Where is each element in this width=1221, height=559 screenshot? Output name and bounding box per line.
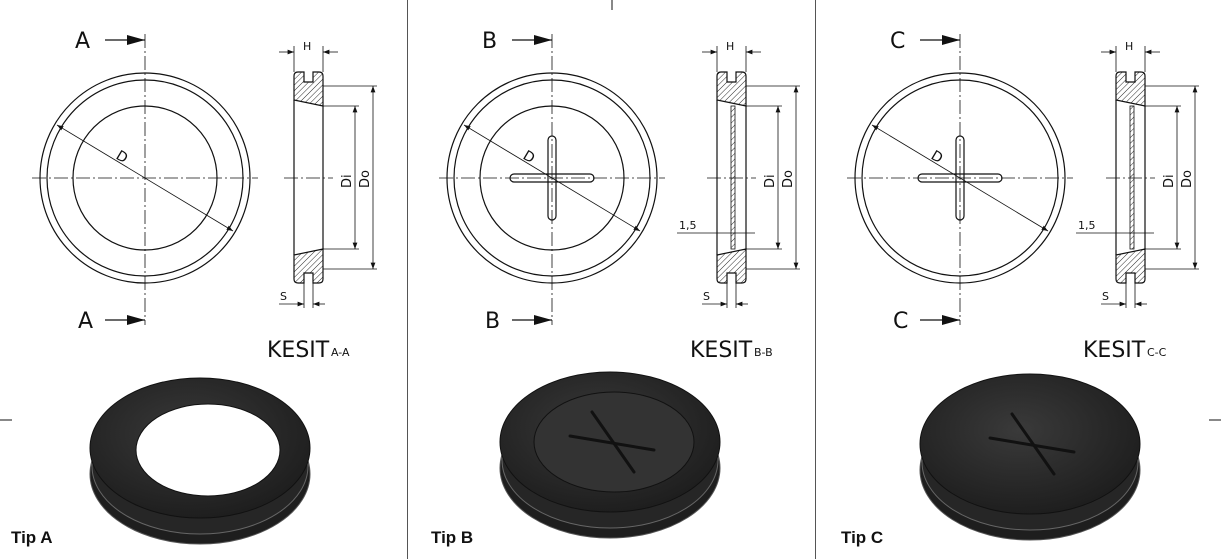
membrane-thickness-label: 1,5 (679, 219, 697, 232)
diameter-label: D (113, 148, 130, 167)
diameter-label: D (928, 148, 945, 167)
section-title: KESIT (690, 338, 753, 363)
section-lip-bottom (293, 248, 324, 284)
inner-diameter-label: Di (340, 174, 355, 188)
cross-slit-icon (988, 436, 1076, 454)
section-title-suffix: C-C (1147, 346, 1167, 359)
membrane-thickness-label: 1,5 (1078, 219, 1096, 232)
height-label: H (303, 40, 311, 53)
section-lip-top (716, 71, 747, 107)
section-membrane (1129, 105, 1135, 250)
section-letter-top: B (482, 29, 497, 54)
section-letter-top: A (75, 29, 90, 54)
outer-diameter-label: Do (358, 170, 373, 188)
section-title-suffix: B-B (754, 346, 773, 359)
section-letter-bottom: C (893, 309, 908, 334)
section-letter-top: C (890, 29, 905, 54)
diameter-label: D (520, 148, 537, 167)
height-label: H (726, 40, 734, 53)
section-lip-bottom (716, 248, 747, 284)
grommet-render-hole (135, 403, 281, 497)
slot-label: S (703, 290, 710, 303)
outer-rim-circle (854, 72, 1066, 284)
section-lip-bottom (1115, 248, 1146, 284)
slot-label: S (280, 290, 287, 303)
outer-rim-circle (39, 72, 251, 284)
section-lip-top (1115, 71, 1146, 107)
slot-label: S (1102, 290, 1109, 303)
inner-diameter-label: Di (763, 174, 778, 188)
groove-circle (861, 79, 1059, 277)
diameter-dimension-line (56, 124, 234, 232)
height-label: H (1125, 40, 1133, 53)
diameter-dimension-line (871, 124, 1049, 232)
section-lip-top (293, 71, 324, 107)
tip-label: Tip C (841, 528, 883, 547)
outer-rim-circle (446, 72, 658, 284)
section-title: KESIT (1083, 338, 1146, 363)
section-title: KESIT (267, 338, 330, 363)
tip-label: Tip A (11, 528, 53, 547)
groove-circle (453, 79, 651, 277)
section-membrane (730, 105, 736, 250)
section-letter-bottom: A (78, 309, 93, 334)
outer-diameter-label: Do (781, 170, 796, 188)
inner-diameter-label: Di (1162, 174, 1177, 188)
diameter-dimension-line (463, 124, 641, 232)
tip-label: Tip B (431, 528, 473, 547)
section-letter-bottom: B (485, 309, 500, 334)
cross-slit-icon (568, 434, 656, 452)
section-title-suffix: A-A (331, 346, 350, 359)
groove-circle (46, 79, 244, 277)
outer-diameter-label: Do (1180, 170, 1195, 188)
